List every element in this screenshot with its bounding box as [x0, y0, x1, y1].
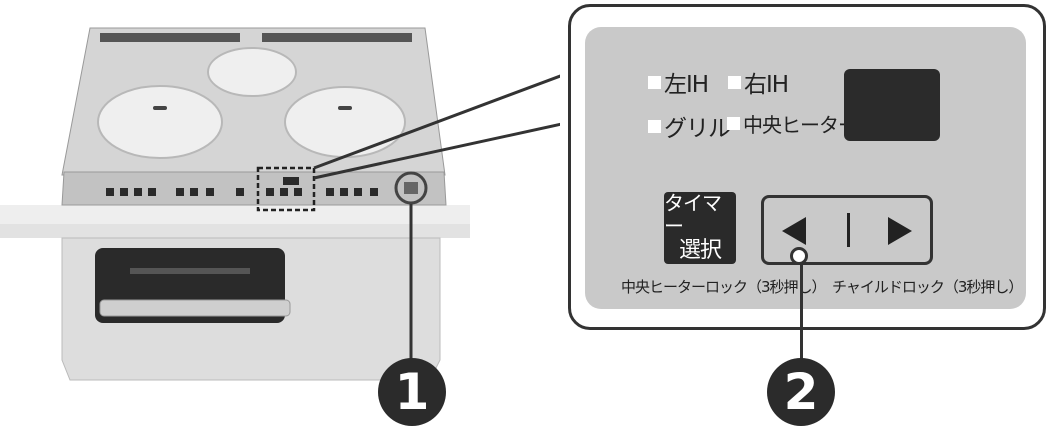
number-badge-1: 1	[378, 358, 446, 426]
leader-line-2	[800, 258, 803, 372]
indicator-grill: グリル	[648, 109, 731, 143]
pointer-dot	[790, 247, 808, 265]
display-screen	[844, 69, 940, 141]
indicator-lamp-icon	[727, 117, 740, 130]
control-keys	[106, 177, 378, 196]
vent-left	[100, 33, 240, 42]
control-panel: 左IH 右IH グリル 中央ヒーター タイマー 選択 中央ヒーターロック（3秒押…	[585, 27, 1026, 309]
burner-right	[284, 86, 406, 158]
grill-handle	[99, 299, 291, 317]
left-arrow-icon[interactable]	[782, 217, 806, 245]
divider	[847, 213, 850, 247]
indicator-lamp-icon	[648, 75, 661, 89]
indicator-left-ih: 左IH	[648, 65, 709, 99]
indicator-center-heater: 中央ヒーター	[727, 109, 858, 138]
power-button	[404, 182, 418, 194]
highlight-box	[256, 166, 316, 212]
burner-left-mark	[153, 106, 167, 110]
burner-right-mark	[338, 106, 352, 110]
power-button-highlight	[394, 171, 428, 205]
number-badge-2: 2	[767, 358, 835, 426]
vent-right	[262, 33, 412, 42]
cooktop-illustration	[0, 27, 560, 381]
indicator-lamp-icon	[728, 75, 741, 89]
control-panel-callout: 左IH 右IH グリル 中央ヒーター タイマー 選択 中央ヒーターロック（3秒押…	[568, 4, 1046, 330]
child-lock-caption: チャイルドロック（3秒押し）	[832, 278, 1023, 296]
counter-front	[0, 224, 470, 238]
indicator-label: 中央ヒーター	[743, 113, 858, 137]
timer-select-button[interactable]: タイマー 選択	[664, 192, 736, 264]
indicator-right-ih: 右IH	[728, 65, 789, 99]
timer-button-line1: タイマー	[664, 191, 722, 239]
burner-left	[97, 85, 223, 159]
timer-button-line2: 選択	[678, 238, 722, 264]
grill-window	[130, 268, 250, 274]
burner-center	[207, 47, 297, 97]
callout-line-bottom	[313, 122, 560, 180]
indicator-lamp-icon	[648, 119, 661, 133]
right-arrow-icon[interactable]	[888, 217, 912, 245]
indicator-label: グリル	[664, 116, 731, 142]
control-strip	[61, 171, 447, 206]
indicator-label: 左IH	[664, 72, 709, 98]
center-heater-lock-caption: 中央ヒーターロック（3秒押し）	[621, 278, 827, 296]
callout-line-top	[313, 74, 560, 170]
arrow-button-group	[761, 195, 933, 265]
indicator-label: 右IH	[744, 72, 789, 98]
